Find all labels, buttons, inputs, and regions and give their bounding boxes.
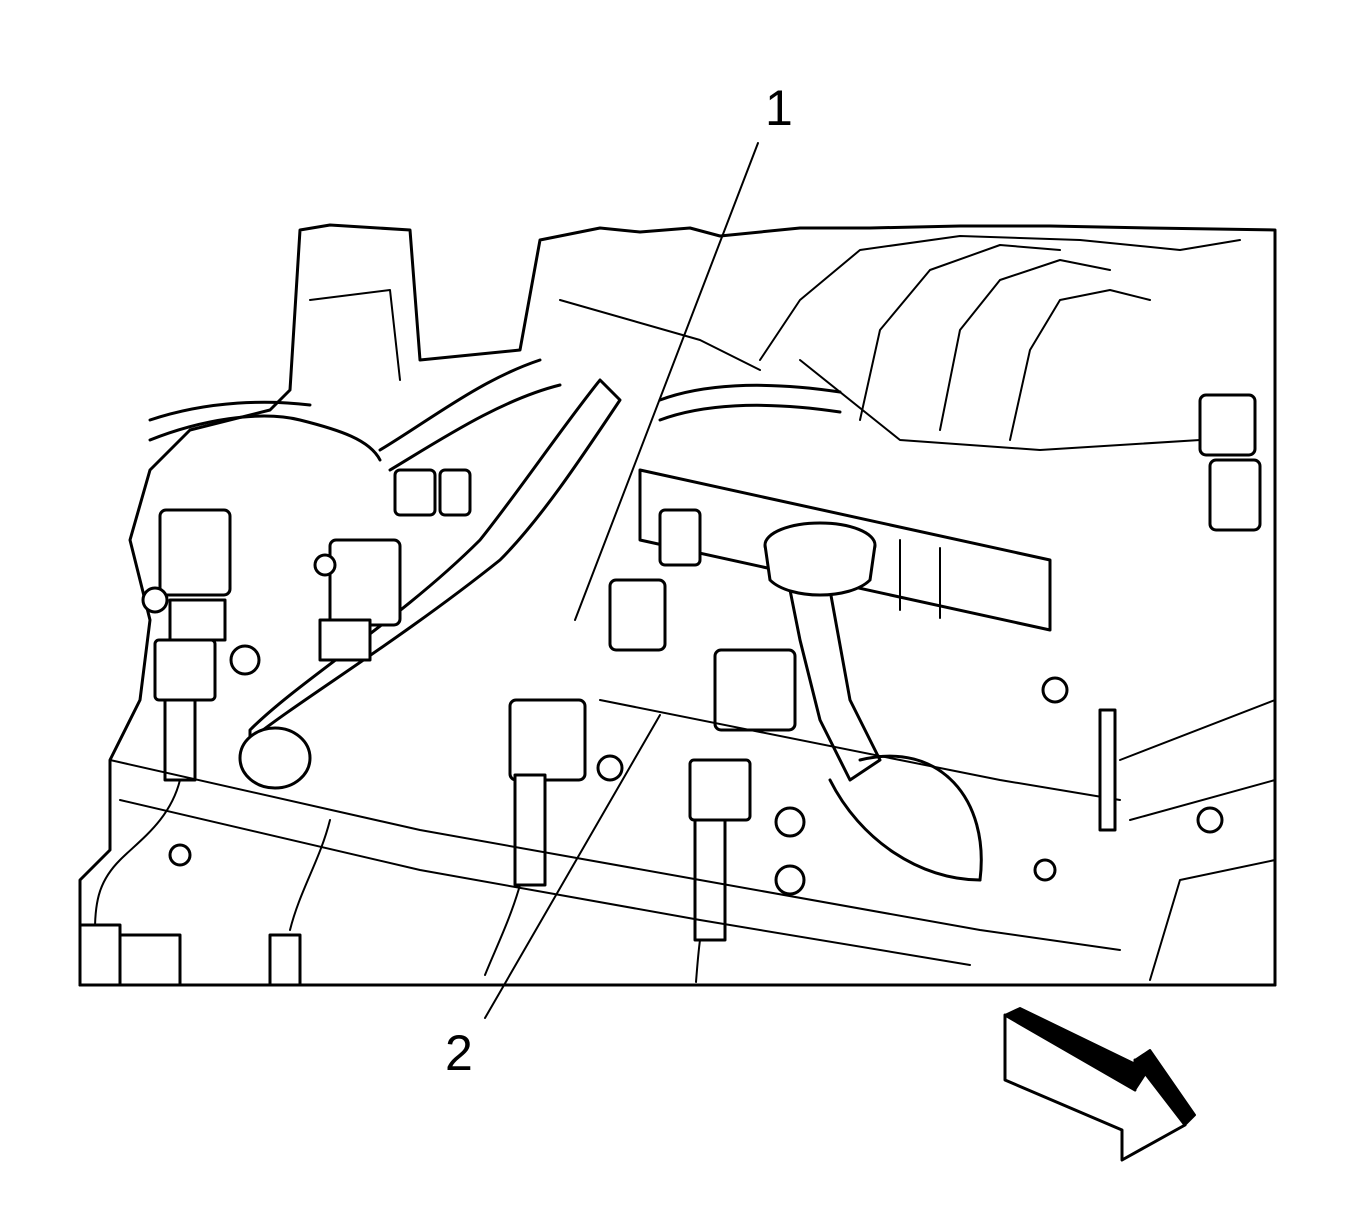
injector-left-1 <box>153 508 232 782</box>
callout-leader-1 <box>574 142 759 621</box>
callout-leader-2 <box>484 714 661 1019</box>
connector-row <box>393 393 1262 652</box>
callout-label-2: 2 <box>445 1025 473 1081</box>
injector-left-2 <box>318 538 402 662</box>
direction-arrow-icon <box>1003 1007 1196 1162</box>
callout-label-1: 1 <box>765 80 793 136</box>
bolts <box>141 553 1224 896</box>
injector-center <box>508 698 587 887</box>
engine-illustration <box>78 223 1277 987</box>
injector-right <box>688 648 797 942</box>
